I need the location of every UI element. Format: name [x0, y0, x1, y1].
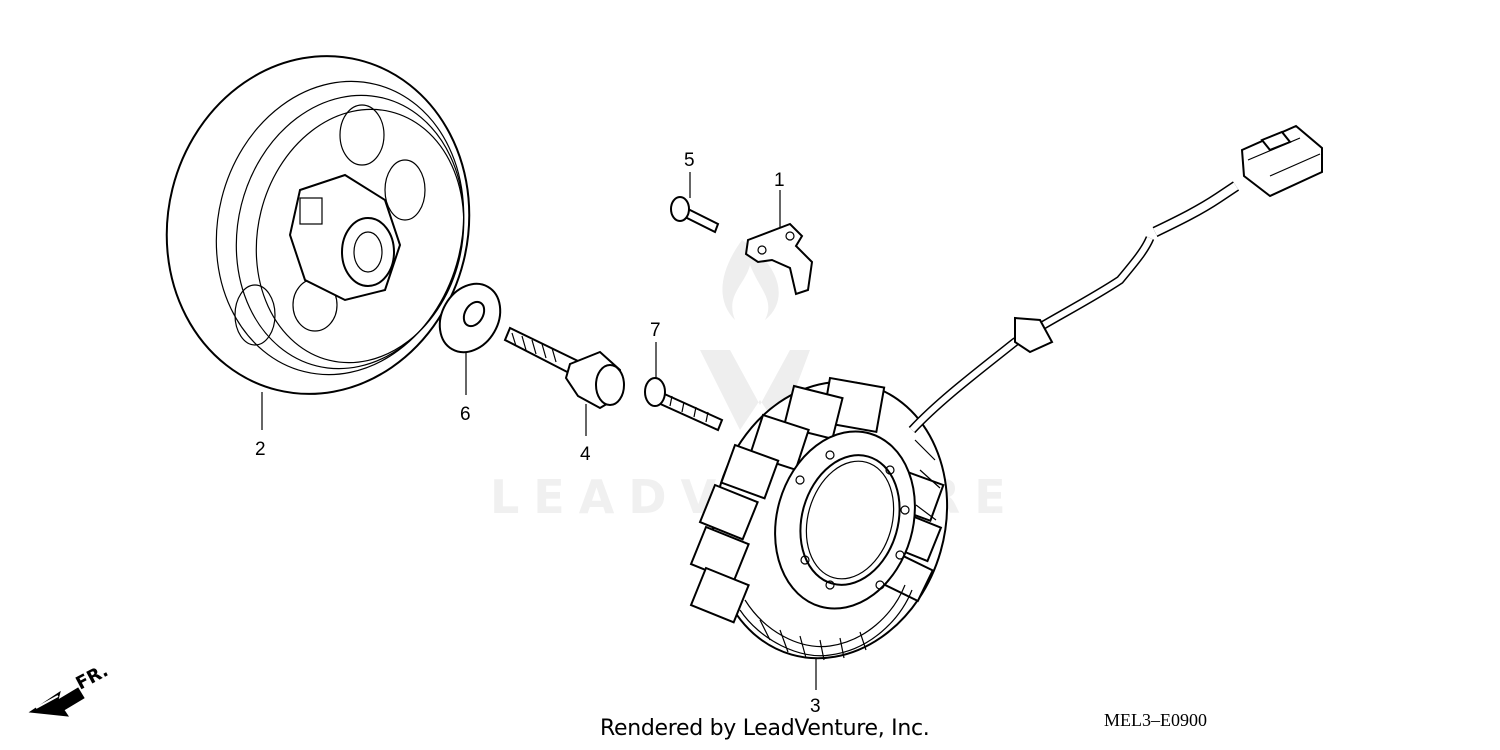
callout-3: 3: [810, 696, 821, 717]
footer-credit: Rendered by LeadVenture, Inc.: [600, 716, 930, 741]
wire-clamp-bracket[interactable]: [744, 222, 814, 296]
flange-bolt[interactable]: [503, 326, 625, 410]
stator-coil[interactable]: [681, 124, 1323, 686]
callout-1: 1: [774, 170, 785, 191]
callout-4: 4: [580, 444, 591, 465]
front-direction-arrow-icon: [28, 687, 85, 717]
diagram-code: MEL3–E0900: [1104, 710, 1207, 730]
callout-2: 2: [255, 439, 266, 460]
callout-6: 6: [460, 404, 471, 425]
callout-5: 5: [684, 150, 695, 171]
callout-7: 7: [650, 320, 661, 341]
flywheel-rotor[interactable]: [131, 24, 504, 426]
small-bolt[interactable]: [670, 196, 720, 234]
washer[interactable]: [428, 273, 512, 363]
stator-bolt[interactable]: [644, 377, 724, 432]
